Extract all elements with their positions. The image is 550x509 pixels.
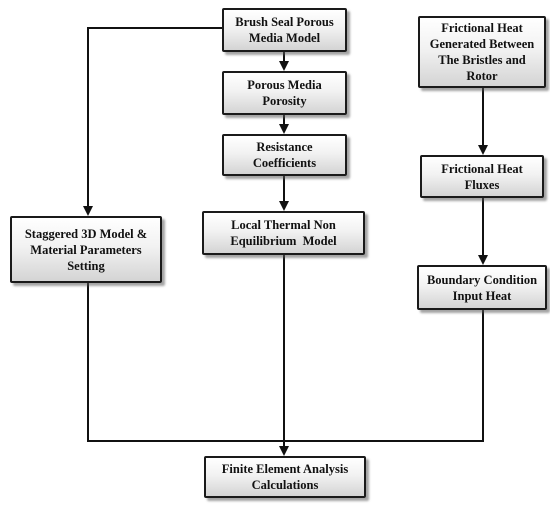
node-label-line: Resistance bbox=[256, 140, 313, 154]
arrow-brush-seal-to-staggered bbox=[83, 27, 222, 216]
node-label-line: Porous Media bbox=[247, 78, 322, 92]
node-label-line: Brush Seal Porous bbox=[235, 15, 334, 29]
node-porous-media-porosity: Porous Media Porosity bbox=[222, 71, 347, 115]
node-brush-seal-porous-media-model: Brush Seal Porous Media Model bbox=[222, 8, 347, 52]
node-finite-element-analysis-calculations: Finite Element Analysis Calculations bbox=[204, 456, 366, 498]
node-label-line: Calculations bbox=[251, 478, 319, 492]
node-label-line: Coefficients bbox=[252, 156, 317, 170]
node-label-line: The Bristles and bbox=[438, 53, 526, 67]
node-label-line: Frictional Heat bbox=[441, 161, 523, 176]
node-label-line: Material Parameters bbox=[30, 242, 142, 257]
node-staggered-3d-model: Staggered 3D Model & Material Parameters… bbox=[10, 216, 162, 283]
node-local-thermal-non-equilibrium-model: Local Thermal Non Equilibrium Model bbox=[202, 211, 365, 255]
node-label-line: Staggered 3D Model & bbox=[24, 226, 148, 241]
node-label-line: Local Thermal Non bbox=[231, 218, 336, 232]
node-label-line: Generated Between bbox=[429, 37, 535, 51]
node-label-line: Equilibrium Model bbox=[230, 234, 337, 248]
node-label-line: Porosity bbox=[262, 94, 307, 108]
node-label-line: Boundary Condition bbox=[426, 272, 538, 287]
node-label-line: Frictional Heat bbox=[441, 21, 523, 35]
node-label-line: Rotor bbox=[466, 69, 498, 83]
node-resistance-coefficients: Resistance Coefficients bbox=[222, 134, 347, 176]
node-boundary-condition-input-heat: Boundary Condition Input Heat bbox=[417, 265, 547, 310]
node-frictional-heat-generated: Frictional Heat Generated Between The Br… bbox=[418, 16, 546, 88]
node-label-line: Input Heat bbox=[452, 288, 512, 303]
node-label-line: Media Model bbox=[248, 31, 321, 45]
node-label-line: Fluxes bbox=[464, 177, 500, 192]
node-label-line: Setting bbox=[67, 258, 105, 273]
node-label-line: Finite Element Analysis bbox=[221, 462, 349, 476]
node-frictional-heat-fluxes: Frictional Heat Fluxes bbox=[420, 155, 544, 198]
